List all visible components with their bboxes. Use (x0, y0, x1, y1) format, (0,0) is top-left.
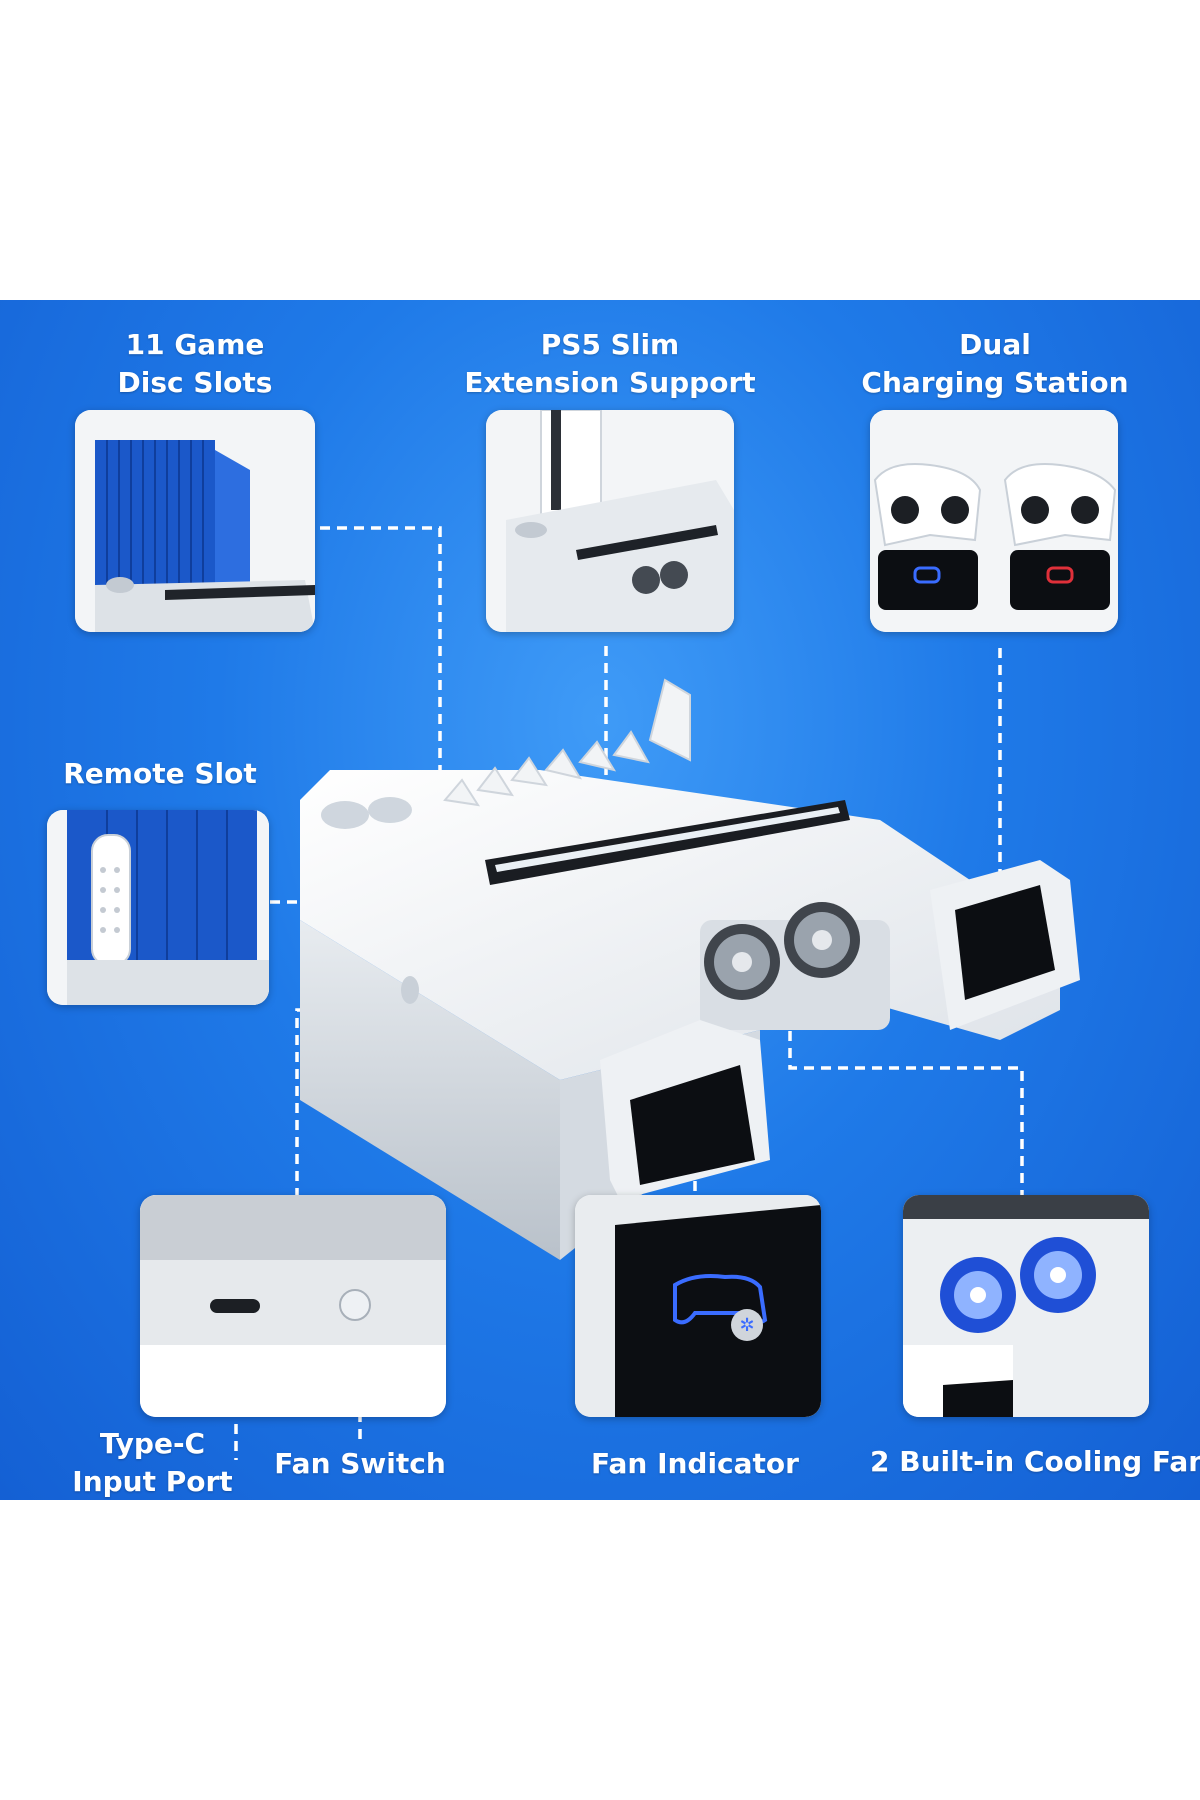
indicator-closeup-image: ✲ (575, 1195, 821, 1417)
remote-slot-photo (47, 810, 269, 1005)
charging-line2: Charging Station (861, 366, 1129, 399)
ps5-slim-label: PS5 Slim Extension Support (460, 326, 760, 402)
disc-slots-line1: 11 Game (125, 328, 265, 361)
disc-slots-label: 11 Game Disc Slots (95, 326, 295, 402)
disc-slots-line2: Disc Slots (117, 366, 273, 399)
svg-text:✲: ✲ (739, 1315, 754, 1336)
charging-label: Dual Charging Station (860, 326, 1130, 402)
ps5-slim-line2: Extension Support (464, 366, 756, 399)
cooling-fans-label: 2 Built-in Cooling Fans (870, 1445, 1200, 1478)
charging-dock-image (300, 678, 1080, 1260)
type-c-label: Type-C Input Port (70, 1425, 235, 1500)
fans-closeup-image (903, 1195, 1149, 1417)
controllers-image (870, 410, 1118, 632)
port-closeup-image (140, 1195, 446, 1417)
type-c-line2: Input Port (72, 1465, 233, 1498)
cooling-fans-photo (903, 1195, 1149, 1417)
ps5-slim-line1: PS5 Slim (540, 328, 680, 361)
ps5-console-image (486, 410, 734, 632)
remote-slot-label: Remote Slot (63, 757, 257, 790)
charging-line1: Dual (959, 328, 1031, 361)
type-c-photo (140, 1195, 446, 1417)
remote-image (47, 810, 269, 1005)
disc-slots-photo (75, 410, 315, 632)
fan-indicator-photo: ✲ (575, 1195, 821, 1417)
type-c-line1: Type-C (99, 1427, 206, 1460)
ps5-slim-photo (486, 410, 734, 632)
disc-cases-image (75, 410, 315, 632)
feature-panel: 11 Game Disc Slots PS5 Slim Extension Su… (0, 300, 1200, 1500)
fan-indicator-label: Fan Indicator (591, 1447, 799, 1480)
charging-station-photo (870, 410, 1118, 632)
fan-switch-label: Fan Switch (274, 1447, 446, 1480)
